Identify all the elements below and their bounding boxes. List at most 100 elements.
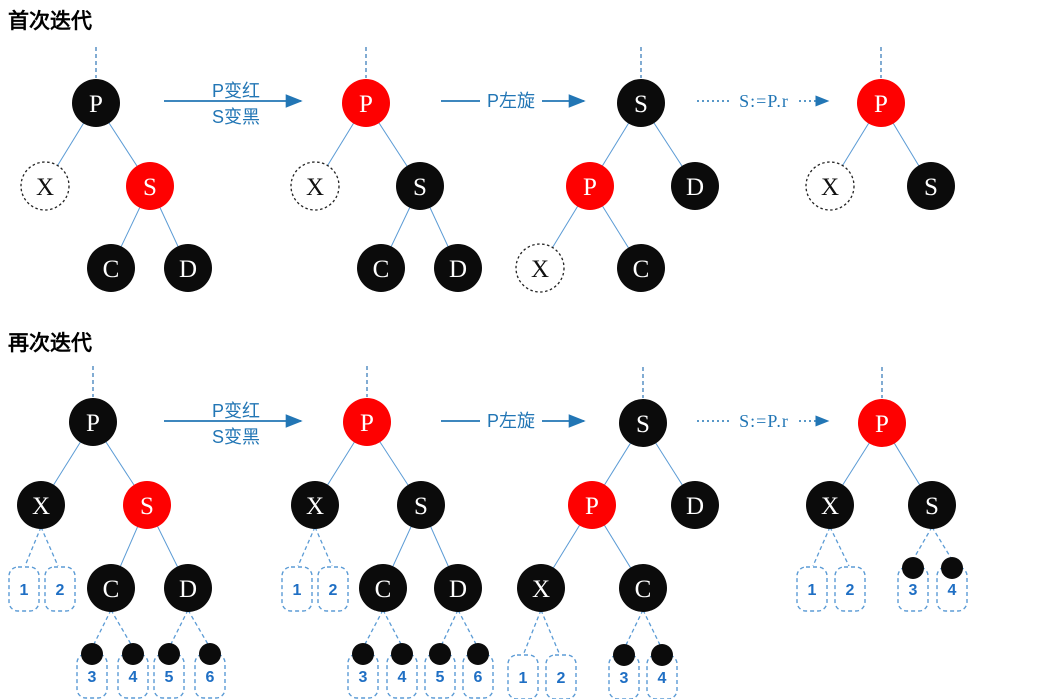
node-label: X bbox=[821, 493, 839, 520]
tree-second-iteration-step2: P X S C D 1 2 3 4 5 6 bbox=[281, 366, 494, 699]
subtree-link-dash bbox=[314, 526, 333, 567]
subtree-box bbox=[386, 653, 418, 699]
node-label: P bbox=[359, 91, 373, 118]
subtree-number: 3 bbox=[909, 582, 918, 599]
black-leaf-dot bbox=[122, 643, 144, 665]
node-c-black bbox=[617, 244, 665, 292]
node-label: X bbox=[32, 493, 50, 520]
node-x-black bbox=[291, 481, 339, 529]
tree-first-iteration-step1: P X S C D bbox=[20, 47, 212, 292]
tree-first-iteration-step4: P X S bbox=[805, 47, 955, 211]
node-x-black bbox=[806, 481, 854, 529]
black-leaf-dot bbox=[391, 643, 413, 665]
subtree-box bbox=[462, 653, 494, 699]
subtree-box bbox=[834, 566, 866, 612]
subtree-link-dash bbox=[363, 609, 384, 647]
node-c-black bbox=[87, 244, 135, 292]
arrow-assign-bottom: S:=P.r bbox=[697, 411, 830, 431]
subtree-box bbox=[317, 566, 349, 612]
black-leaf-dot bbox=[902, 557, 924, 579]
subtree-number: 1 bbox=[20, 582, 29, 599]
subtree-number: 5 bbox=[165, 669, 174, 686]
subtree-box bbox=[608, 654, 640, 699]
node-s-black bbox=[396, 162, 444, 210]
node-label: D bbox=[449, 256, 467, 283]
section-title-second-iteration: 再次迭代 bbox=[8, 331, 92, 355]
node-label: S bbox=[140, 493, 154, 520]
node-x-nil bbox=[515, 243, 565, 293]
node-d-black bbox=[434, 564, 482, 612]
node-label: C bbox=[103, 576, 120, 603]
node-label: C bbox=[103, 256, 120, 283]
node-p-red bbox=[858, 399, 906, 447]
subtree-box bbox=[281, 566, 313, 612]
node-d-black bbox=[164, 244, 212, 292]
node-label: S bbox=[925, 493, 939, 520]
subtree-link-dash bbox=[457, 609, 478, 647]
node-label: S bbox=[413, 174, 427, 201]
node-x-nil bbox=[290, 161, 340, 211]
tree-second-iteration-step4: P X S 1 2 3 4 bbox=[796, 367, 968, 612]
node-c-black bbox=[87, 564, 135, 612]
node-d-black bbox=[434, 244, 482, 292]
node-label: D bbox=[179, 576, 197, 603]
node-label: C bbox=[373, 256, 390, 283]
node-label: D bbox=[179, 256, 197, 283]
subtree-box bbox=[897, 566, 929, 612]
subtree-box bbox=[347, 653, 379, 699]
subtree-link-dash bbox=[812, 526, 831, 567]
subtree-number: 4 bbox=[398, 669, 407, 686]
arrow-label-left-rotate: P左旋 bbox=[487, 411, 535, 431]
subtree-box bbox=[76, 653, 108, 699]
node-x-nil bbox=[805, 161, 855, 211]
subtree-number: 1 bbox=[808, 582, 817, 599]
node-label: S bbox=[414, 493, 428, 520]
subtree-link-dash bbox=[110, 609, 133, 647]
black-leaf-dot bbox=[199, 643, 221, 665]
subtree-number: 4 bbox=[658, 670, 667, 687]
subtree-box bbox=[646, 654, 678, 699]
node-d-black bbox=[671, 162, 719, 210]
node-s-red bbox=[126, 162, 174, 210]
subtree-box bbox=[796, 566, 828, 612]
node-p-red bbox=[342, 79, 390, 127]
node-s-black bbox=[397, 481, 445, 529]
subtree-box bbox=[117, 653, 149, 699]
black-leaf-dot bbox=[941, 557, 963, 579]
node-label: X bbox=[306, 493, 324, 520]
subtree-link-dash bbox=[92, 609, 112, 647]
node-label: P bbox=[875, 411, 889, 438]
subtree-link-dash bbox=[24, 526, 42, 567]
black-leaf-dot bbox=[158, 643, 180, 665]
node-label: P bbox=[360, 410, 374, 437]
subtree-box bbox=[8, 566, 40, 612]
subtree-link-dash bbox=[440, 609, 459, 647]
arrow-label-left-rotate: P左旋 bbox=[487, 91, 535, 111]
subtree-box bbox=[194, 653, 226, 699]
black-leaf-dot bbox=[352, 643, 374, 665]
node-label: S bbox=[634, 91, 648, 118]
node-p-black bbox=[72, 79, 120, 127]
tree-second-iteration-step1: P X S C D 1 2 3 4 5 6 bbox=[8, 366, 226, 699]
arrow-recolor-top: P变红 S变黑 bbox=[164, 81, 303, 127]
node-c-black bbox=[357, 244, 405, 292]
node-label: C bbox=[635, 576, 652, 603]
node-p-red bbox=[857, 79, 905, 127]
node-d-black bbox=[164, 564, 212, 612]
subtree-box bbox=[936, 566, 968, 612]
node-p-red bbox=[343, 398, 391, 446]
node-s-black bbox=[908, 481, 956, 529]
subtree-link-dash bbox=[540, 609, 560, 654]
node-c-black bbox=[359, 564, 407, 612]
subtree-link-dash bbox=[913, 526, 933, 559]
arrow-recolor-bottom: P变红 S变黑 bbox=[164, 401, 303, 447]
subtree-box bbox=[424, 653, 456, 699]
node-label: S bbox=[636, 411, 650, 438]
arrow-left-rotate-top: P左旋 bbox=[441, 91, 586, 111]
black-leaf-dot bbox=[429, 643, 451, 665]
node-p-black bbox=[69, 398, 117, 446]
node-x-black bbox=[517, 564, 565, 612]
node-label: X bbox=[306, 174, 324, 201]
